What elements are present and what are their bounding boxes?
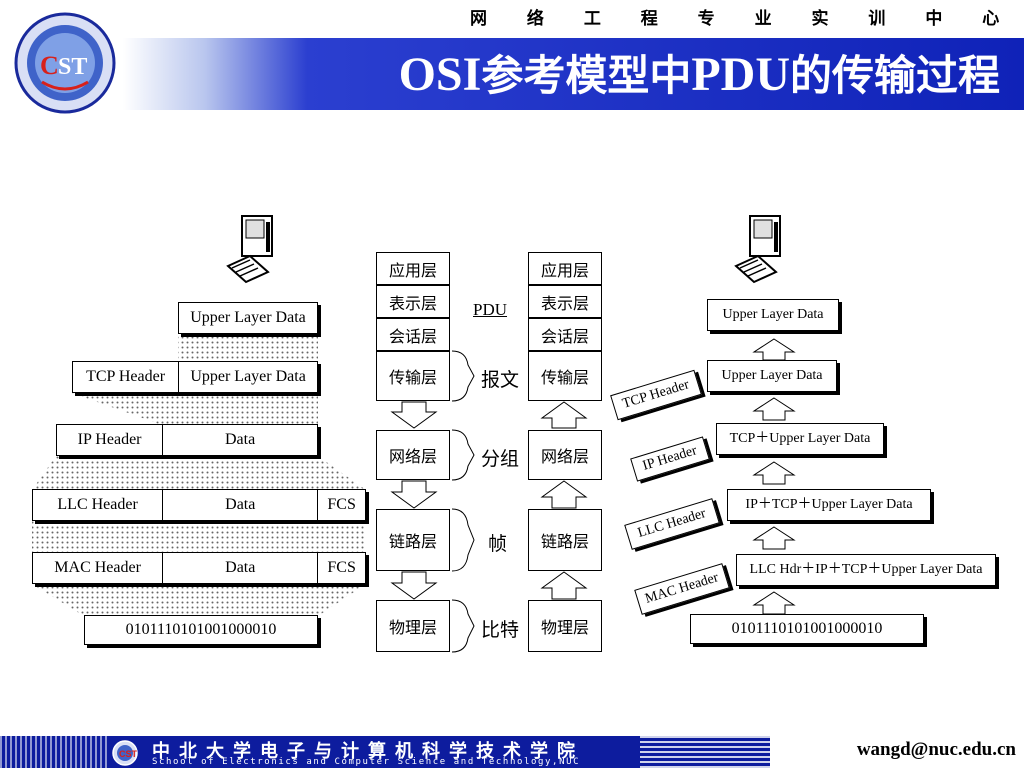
- footer-dot-pattern: [0, 736, 110, 768]
- left-ip-packet: IP Header Data: [56, 424, 318, 456]
- bit-brace: [451, 599, 475, 653]
- up-arrow-icon: [752, 461, 796, 485]
- left-mac-frame: MAC Header Data FCS: [32, 552, 366, 584]
- osi-right-physical: 物理层: [528, 600, 602, 652]
- title-part-1: 参考模型中: [481, 51, 692, 100]
- right-ip-data: IP＋TCP＋Upper Layer Data: [727, 489, 931, 521]
- right-upper-layer-data-2: Upper Layer Data: [707, 360, 837, 392]
- down-arrow-icon: [390, 571, 438, 600]
- left-tcp-segment: TCP Header Upper Layer Data: [72, 361, 318, 393]
- ip-header-cell: IP Header: [77, 431, 142, 448]
- mac-header-cell: MAC Header: [54, 559, 141, 576]
- pdu-segment: 报文: [481, 369, 520, 391]
- frame-brace: [451, 508, 475, 572]
- title-osi: OSI: [398, 48, 482, 101]
- up-arrow-icon: [540, 480, 588, 509]
- title-part-2: 的传输过程: [789, 51, 1000, 100]
- up-arrow-icon: [540, 571, 588, 600]
- osi-right-transport: 传输层: [528, 351, 602, 401]
- header-bar: [0, 38, 1024, 110]
- pdu-frame: 帧: [488, 533, 508, 555]
- osi-right-session: 会话层: [528, 318, 602, 351]
- right-bitstream: 0101110101001000010: [690, 614, 924, 644]
- title-pdu: PDU: [691, 48, 790, 101]
- footer-school-name: 中北大学电子与计算机科学技术学院: [152, 741, 584, 762]
- tcp-data-cell: Upper Layer Data: [178, 362, 317, 392]
- left-upper-layer-data-label: Upper Layer Data: [190, 309, 306, 326]
- llc-data-cell: Data: [162, 490, 317, 520]
- right-upper-layer-data-1: Upper Layer Data: [707, 299, 839, 331]
- left-llc-frame: LLC Header Data FCS: [32, 489, 366, 521]
- pdu-title: PDU: [473, 300, 508, 319]
- up-arrow-icon: [752, 526, 796, 550]
- up-arrow-icon: [752, 397, 796, 421]
- osi-left-presentation: 表示层: [376, 285, 450, 318]
- right-llc-data: LLC Hdr＋IP＋TCP＋Upper Layer Data: [736, 554, 996, 586]
- left-bitstream-label: 0101110101001000010: [125, 621, 277, 638]
- down-arrow-icon: [390, 401, 438, 429]
- computer-icon: [226, 215, 273, 284]
- svg-text:ST: ST: [58, 54, 87, 80]
- pdu-bit: 比特: [481, 619, 520, 641]
- school-logo-icon: C ST: [14, 12, 116, 114]
- mac-fcs-cell: FCS: [317, 553, 365, 583]
- encapsulation-band-2: [72, 393, 318, 425]
- encapsulation-band-3: [32, 456, 366, 490]
- footer-email: wangd@nuc.edu.cn: [856, 739, 1016, 760]
- right-tcp-data: TCP＋Upper Layer Data: [716, 423, 884, 455]
- pdu-packet: 分组: [481, 448, 520, 470]
- osi-right-application: 应用层: [528, 252, 602, 285]
- mac-data-cell: Data: [162, 553, 317, 583]
- osi-right-datalink: 链路层: [528, 509, 602, 571]
- ip-data-cell: Data: [162, 425, 317, 455]
- osi-left-session: 会话层: [376, 318, 450, 351]
- encapsulation-band-5: [32, 584, 366, 616]
- osi-left-physical: 物理层: [376, 600, 450, 652]
- llc-header-cell: LLC Header: [57, 496, 138, 513]
- osi-left-datalink: 链路层: [376, 509, 450, 571]
- packet-brace: [451, 429, 475, 481]
- header: 网 络 工 程 专 业 实 训 中 心 OSI参考模型中PDU的传输过程 C S…: [0, 0, 1024, 118]
- osi-right-presentation: 表示层: [528, 285, 602, 318]
- footer-school-name-en: School of Electronics and Computer Scien…: [152, 757, 581, 767]
- svg-text:C: C: [40, 51, 59, 80]
- osi-right-network: 网络层: [528, 430, 602, 480]
- page-title: OSI参考模型中PDU的传输过程: [200, 42, 1000, 103]
- segment-brace: [451, 350, 475, 402]
- osi-left-transport: 传输层: [376, 351, 450, 401]
- osi-left-application: 应用层: [376, 252, 450, 285]
- svg-text:CST: CST: [119, 749, 138, 759]
- down-arrow-icon: [390, 480, 438, 509]
- left-bitstream: 0101110101001000010: [84, 615, 318, 645]
- up-arrow-icon: [752, 338, 796, 361]
- osi-left-network: 网络层: [376, 430, 450, 480]
- up-arrow-icon: [540, 401, 588, 429]
- up-arrow-icon: [752, 591, 796, 615]
- encapsulation-band-1: [178, 334, 318, 362]
- left-upper-layer-data: Upper Layer Data: [178, 302, 318, 334]
- tcp-header-cell: TCP Header: [86, 368, 166, 385]
- footer-stripe-pattern: [640, 736, 770, 768]
- school-logo-icon: CST: [112, 740, 138, 766]
- computer-icon: [734, 215, 781, 284]
- center-name: 网 络 工 程 专 业 实 训 中 心: [470, 9, 1017, 29]
- encapsulation-band-4: [32, 521, 366, 552]
- llc-fcs-cell: FCS: [317, 490, 365, 520]
